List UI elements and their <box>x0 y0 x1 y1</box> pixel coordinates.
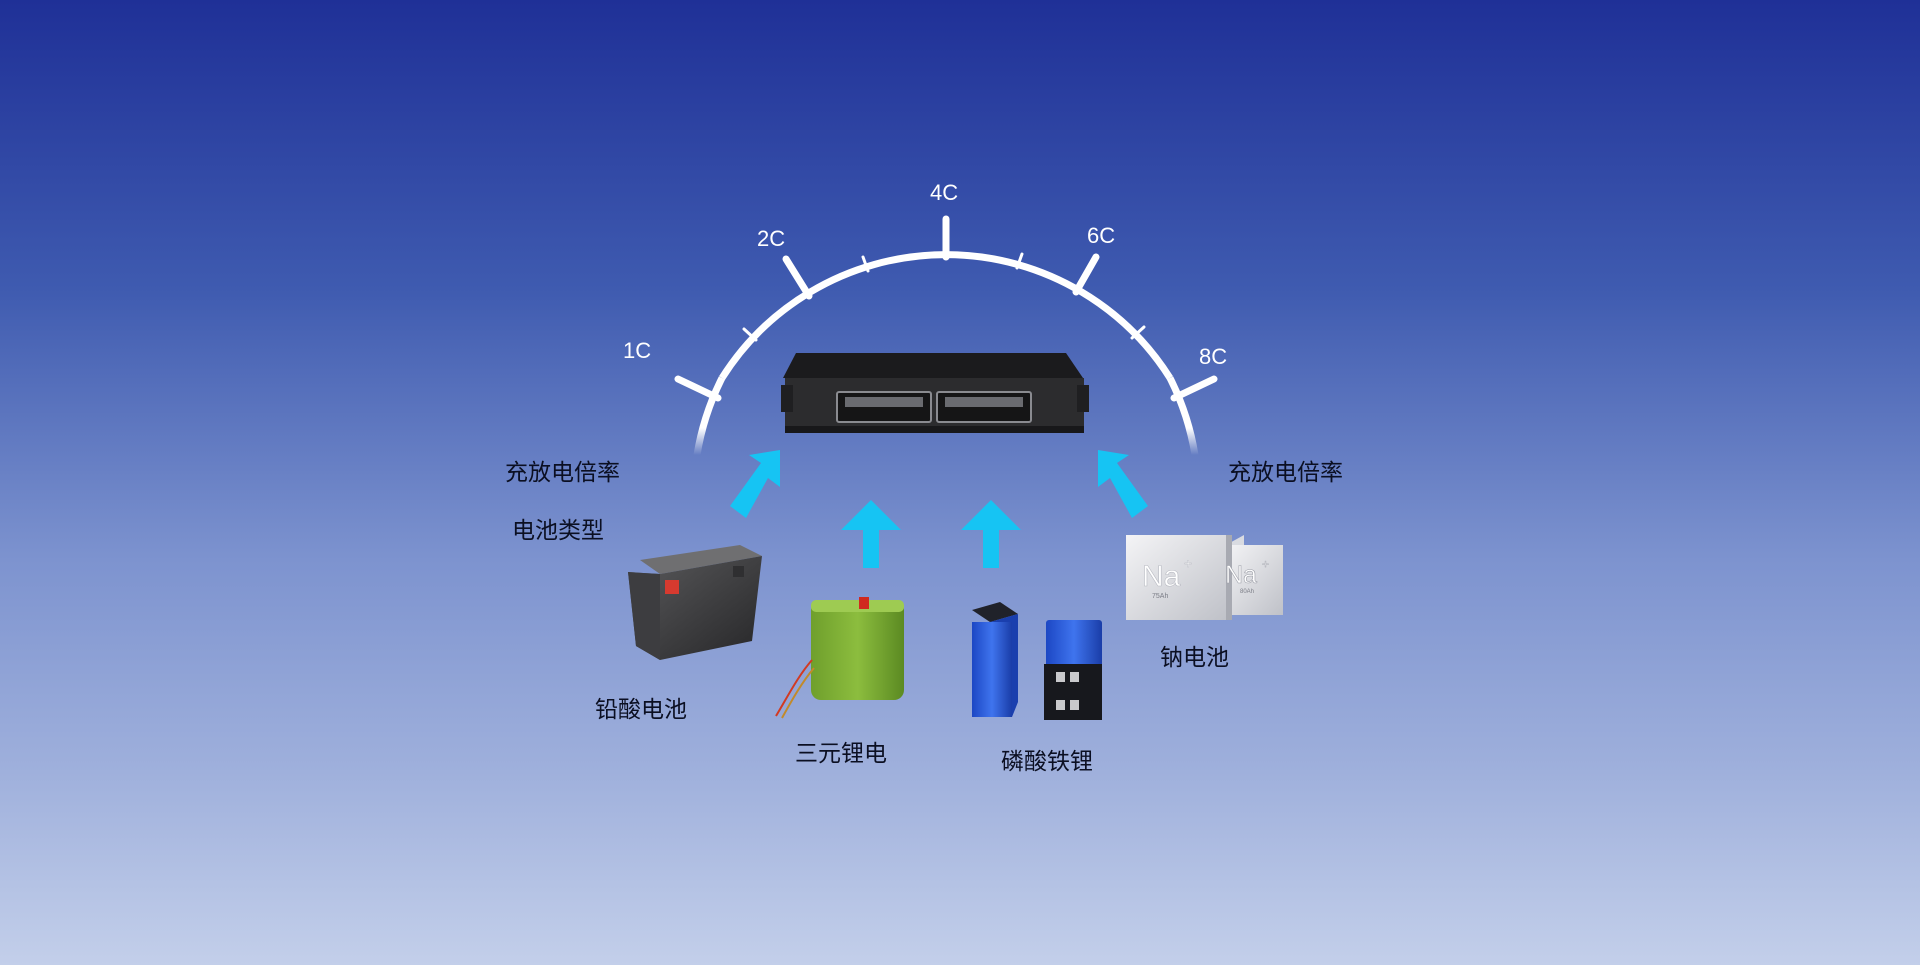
battery-label-lead-acid: 铅酸电池 <box>595 697 687 723</box>
arrow-up-right-icon <box>730 450 780 518</box>
na-cell-symbol-back: Na <box>1225 561 1257 589</box>
tick-label-1c: 1C <box>623 338 651 363</box>
na-cell-capacity-front: 75Ah <box>1152 593 1168 600</box>
battery-label-sodium: 钠电池 <box>1160 645 1229 671</box>
tick-label-2c: 2C <box>757 226 785 251</box>
tick-label-8c: 8C <box>1199 344 1227 369</box>
arrow-up-left-icon <box>1098 450 1148 518</box>
sodium-battery-image: Na + 75Ah Na + 80Ah <box>1126 535 1283 620</box>
arrow-up-icon <box>961 500 1021 568</box>
tick-minor <box>861 255 870 273</box>
tick-minor <box>1130 325 1146 340</box>
lead-acid-battery-image <box>628 545 762 660</box>
tick-major-6c <box>1072 253 1100 296</box>
rate-label-right: 充放电倍率 <box>1228 460 1343 486</box>
gauge-arc-left-fade <box>693 376 726 456</box>
ncm-battery-image <box>775 597 904 719</box>
na-cell-sup-front: + <box>1184 555 1192 571</box>
tick-minor <box>742 327 758 342</box>
tick-label-4c: 4C <box>930 180 958 205</box>
na-cell-sup-back: + <box>1262 557 1269 571</box>
arrow-up-icon <box>841 500 901 568</box>
lfp-battery-image <box>972 602 1102 720</box>
rate-label-left: 充放电倍率 <box>505 460 620 486</box>
bms-module-image <box>781 353 1089 433</box>
battery-type-label: 电池类型 <box>512 518 604 544</box>
tick-major-2c <box>782 255 813 300</box>
na-cell-symbol-front: Na <box>1142 560 1181 593</box>
battery-label-lfp: 磷酸铁锂 <box>1001 749 1093 775</box>
tick-minor <box>1015 252 1024 270</box>
gauge-arc-right-fade <box>1166 376 1199 456</box>
tick-major-1c <box>674 375 722 402</box>
na-cell-capacity-back: 80Ah <box>1240 589 1254 595</box>
tick-major-8c <box>1170 375 1218 402</box>
tick-label-6c: 6C <box>1087 223 1115 248</box>
battery-label-ncm: 三元锂电 <box>795 741 887 767</box>
